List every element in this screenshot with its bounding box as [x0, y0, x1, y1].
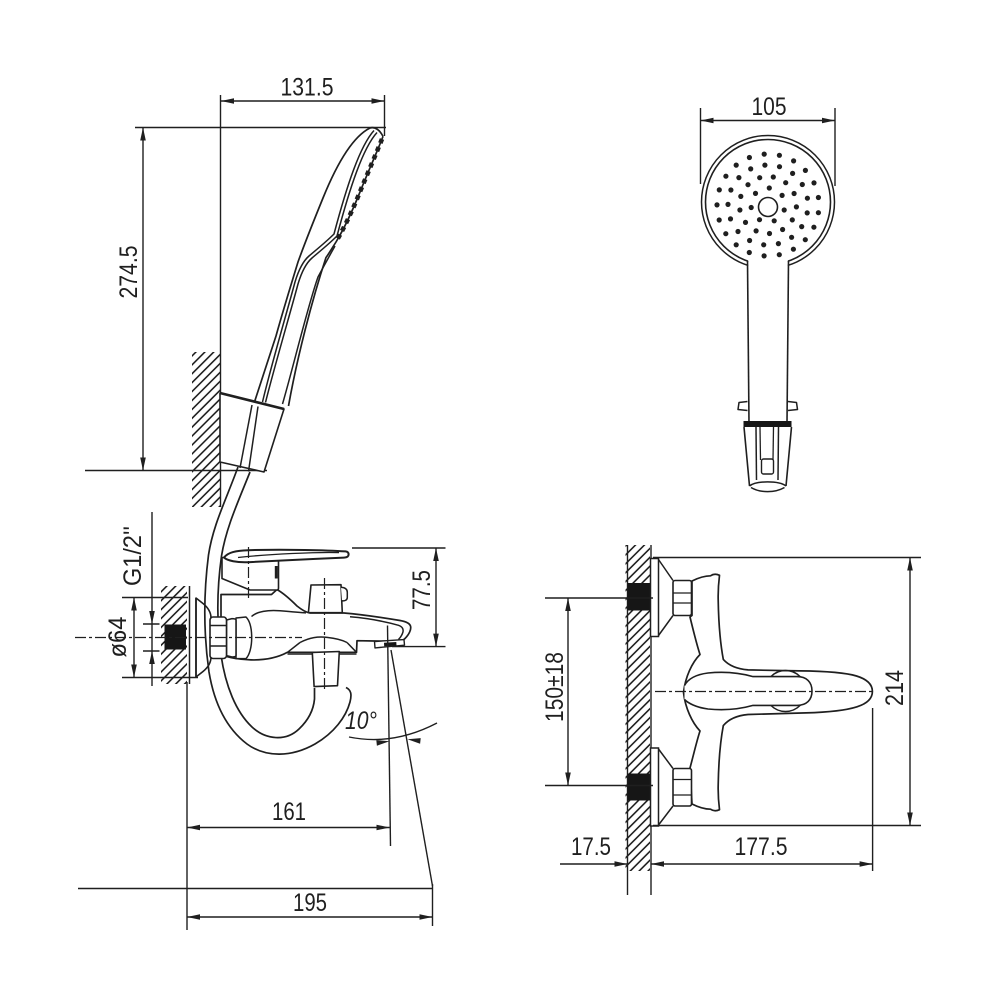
svg-text:131.5: 131.5 — [281, 74, 334, 102]
svg-text:195: 195 — [293, 889, 327, 917]
svg-text:10°: 10° — [345, 707, 377, 735]
svg-text:77.5: 77.5 — [408, 570, 436, 610]
svg-text:214: 214 — [881, 670, 909, 706]
svg-text:ø64: ø64 — [104, 616, 132, 657]
svg-text:17.5: 17.5 — [571, 833, 611, 861]
svg-text:274.5: 274.5 — [115, 246, 143, 299]
svg-text:177.5: 177.5 — [735, 833, 788, 861]
svg-text:150±18: 150±18 — [541, 652, 569, 722]
svg-text:105: 105 — [752, 93, 787, 121]
svg-text:G1/2'': G1/2'' — [119, 526, 147, 586]
svg-text:161: 161 — [272, 798, 306, 826]
